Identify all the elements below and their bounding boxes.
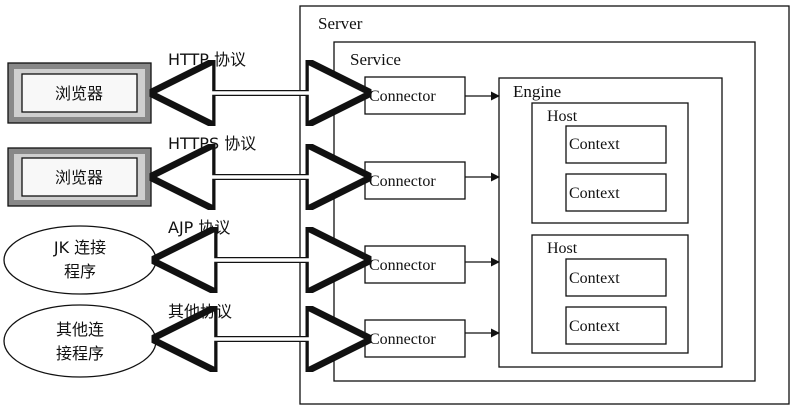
context-box-2b xyxy=(565,306,667,345)
context-label-2a: Context xyxy=(569,270,620,287)
context-label-1a: Context xyxy=(569,136,620,153)
host-box-1 xyxy=(531,102,689,224)
jk-connector-ellipse xyxy=(3,225,157,295)
host-label-2: Host xyxy=(547,240,578,257)
jk-connector-label-line1: JK 连接 xyxy=(53,238,106,257)
https-protocol-label: HTTPS 协议 xyxy=(168,134,256,153)
server-label: Server xyxy=(318,14,363,33)
host-label-1: Host xyxy=(547,108,578,125)
browser-label-2: 浏览器 xyxy=(55,168,103,187)
context-label-2b: Context xyxy=(569,318,620,335)
service-box xyxy=(333,41,756,382)
service-label: Service xyxy=(350,50,401,69)
connector-label-4: Connector xyxy=(369,331,436,348)
connector-label-2: Connector xyxy=(369,173,436,190)
other-connector-label-line2: 接程序 xyxy=(56,344,104,363)
browser-box-1 xyxy=(7,62,152,124)
browser-box-2 xyxy=(7,147,152,207)
context-box-1a xyxy=(565,125,667,164)
host-box-2 xyxy=(531,234,689,354)
other-connector-ellipse xyxy=(3,304,157,378)
connector-label-3: Connector xyxy=(369,257,436,274)
other-connector-label-line1: 其他连 xyxy=(56,320,104,339)
context-label-1b: Context xyxy=(569,185,620,202)
jk-connector-label-line2: 程序 xyxy=(64,262,96,281)
engine-label: Engine xyxy=(513,82,561,101)
engine-box xyxy=(498,77,723,368)
browser-label-1: 浏览器 xyxy=(55,84,103,103)
context-box-1b xyxy=(565,173,667,212)
context-box-2a xyxy=(565,258,667,297)
connector-label-1: Connector xyxy=(369,88,436,105)
http-protocol-label: HTTP 协议 xyxy=(168,50,246,69)
other-protocol-label: 其他协议 xyxy=(168,302,232,321)
ajp-protocol-label: AJP 协议 xyxy=(168,218,230,237)
